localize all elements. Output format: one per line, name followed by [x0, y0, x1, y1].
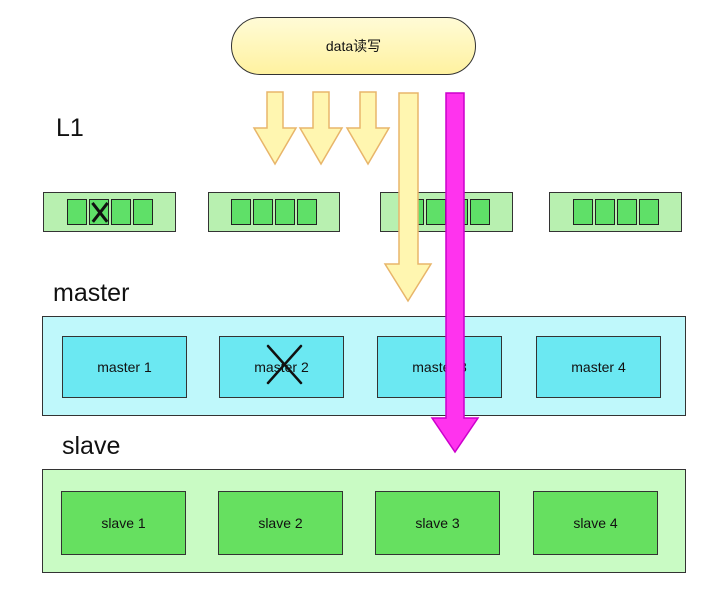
data-read-write-label: data读写 — [325, 38, 382, 54]
slave-node-label: slave 1 — [101, 515, 146, 531]
l1-slot — [132, 199, 153, 225]
master-node-1: master 1 — [62, 336, 187, 398]
l1-slot — [231, 199, 251, 225]
master-node-label: master 1 — [97, 359, 152, 375]
l1-slot — [253, 199, 273, 225]
l1-slot — [572, 199, 593, 225]
l1-slot — [66, 199, 87, 225]
master-node-4: master 4 — [536, 336, 661, 398]
l1-slot-failed — [88, 199, 109, 225]
slave-node-4: slave 4 — [533, 491, 658, 555]
slave-node-1: slave 1 — [61, 491, 186, 555]
l1-slot — [275, 199, 295, 225]
master-node-3: master 3 — [377, 336, 502, 398]
l1-slot — [469, 199, 490, 225]
l1-label: L1 — [56, 114, 84, 142]
slave-label: slave — [62, 432, 121, 460]
slave-node-label: slave 3 — [415, 515, 460, 531]
l1-group-1 — [43, 192, 176, 232]
data-read-write-pill: data读写 — [231, 17, 476, 75]
master-label: master — [53, 279, 130, 307]
slave-node-3: slave 3 — [375, 491, 500, 555]
slave-down-arrow — [430, 92, 480, 454]
master-2-failed-icon — [266, 344, 303, 385]
master-down-arrow — [383, 92, 433, 303]
l1-down-arrow-2 — [298, 91, 344, 166]
l1-slot — [297, 199, 317, 225]
l1-slot — [638, 199, 659, 225]
l1-slot — [616, 199, 637, 225]
master-node-label: master 4 — [571, 359, 626, 375]
slave-node-label: slave 2 — [258, 515, 303, 531]
slave-node-label: slave 4 — [573, 515, 618, 531]
l1-down-arrow-1 — [252, 91, 298, 166]
l1-down-arrow-3 — [345, 91, 391, 166]
l1-slot — [425, 199, 446, 225]
slave-node-2: slave 2 — [218, 491, 343, 555]
l1-slot — [110, 199, 131, 225]
l1-slot — [594, 199, 615, 225]
l1-group-4 — [549, 192, 682, 232]
l1-group-2 — [208, 192, 340, 232]
